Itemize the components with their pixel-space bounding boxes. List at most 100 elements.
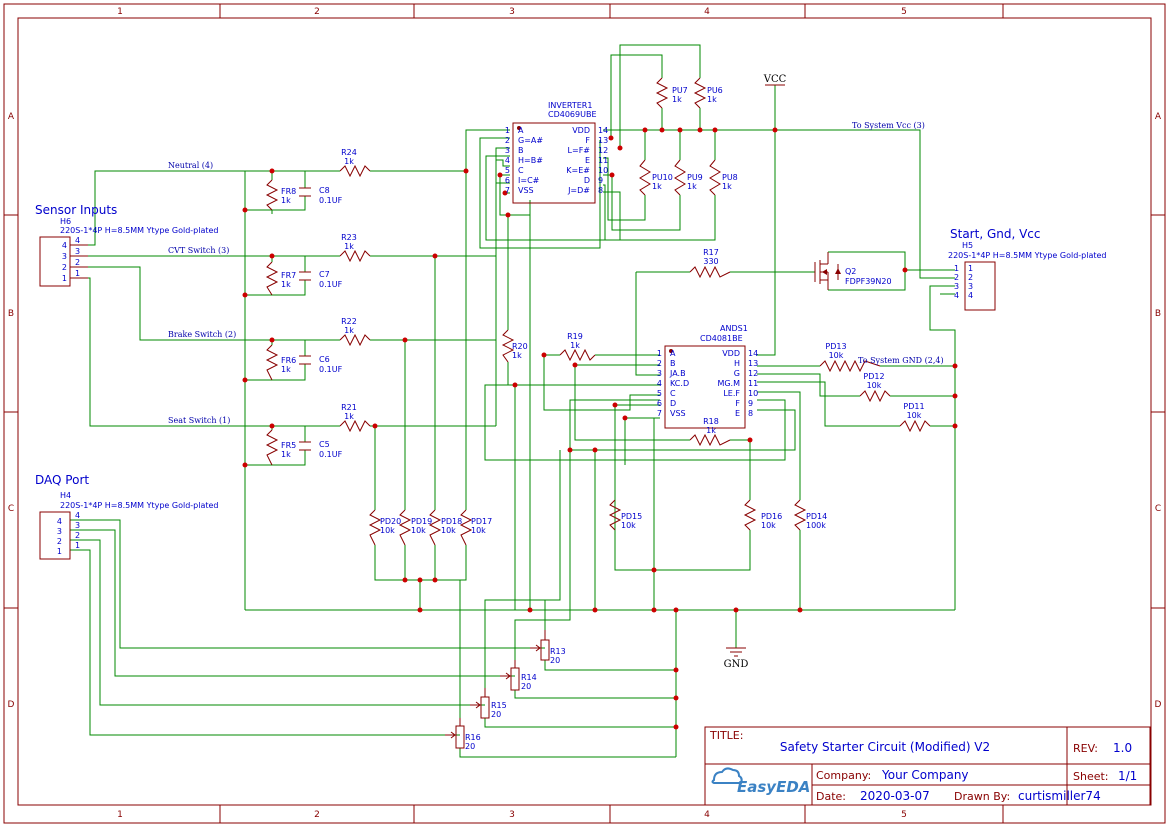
company-label: Company: <box>816 769 871 782</box>
pd16-value: 10k <box>761 521 776 530</box>
border-col-bottom-4: 4 <box>704 810 710 820</box>
junction-dots <box>242 127 958 730</box>
h4-desc: 220S-1*4P H=8.5MM Ytype Gold-plated <box>60 501 219 510</box>
border-col-top-3: 3 <box>509 7 515 17</box>
h4-ref: H4 <box>60 491 71 500</box>
ands-pin-4: 4 <box>657 379 662 388</box>
c5-ref: C5 <box>319 440 330 449</box>
h6-pin-inner-2: 2 <box>62 263 67 272</box>
vcc-label: VCC <box>763 74 787 85</box>
junction-dot <box>242 207 248 213</box>
ands-pin-14: 14 <box>748 349 758 358</box>
h6-pin-1: 1 <box>75 269 80 278</box>
junction-dot <box>417 577 423 583</box>
h4-section-title: DAQ Port <box>35 473 89 487</box>
border-row-right-A: A <box>1155 112 1162 122</box>
ands-pin-name-11: MG.M <box>717 379 740 388</box>
inverter-pin-7: 7 <box>505 186 510 195</box>
ands-pin-name-6: D <box>670 399 676 408</box>
pu6-value: 1k <box>707 95 717 104</box>
r22-ref: R22 <box>341 317 357 326</box>
pu10-value: 1k <box>652 182 662 191</box>
junction-dot <box>527 607 533 613</box>
h4-pin-4: 4 <box>75 511 80 520</box>
inverter-pin-3: 3 <box>505 146 510 155</box>
junction-dot <box>269 337 275 343</box>
potentiometers <box>445 630 550 749</box>
horizontal-resistors <box>339 164 931 447</box>
junction-dot <box>733 607 739 613</box>
ands-pin-name-2: B <box>670 359 676 368</box>
junction-dot <box>502 190 508 196</box>
pu8-ref: PU8 <box>722 173 738 182</box>
junction-dot <box>651 567 657 573</box>
ands-pin-13: 13 <box>748 359 758 368</box>
date-label: Date: <box>816 790 846 803</box>
h4-pin-inner-1: 1 <box>57 547 62 556</box>
h6-section-title: Sensor Inputs <box>35 203 117 217</box>
border-col-top-2: 2 <box>314 7 320 17</box>
junction-dot <box>902 267 908 273</box>
net-cvt: CVT Switch (3) <box>168 246 229 255</box>
h4-pin-inner-2: 2 <box>57 537 62 546</box>
fr6-value: 1k <box>281 365 291 374</box>
junction-dot <box>697 127 703 133</box>
q2-ref: Q2 <box>845 267 856 276</box>
ands-pin-10: 10 <box>748 389 758 398</box>
ands-ref: ANDS1 <box>720 324 748 333</box>
h6-pin-inner-1: 1 <box>62 274 67 283</box>
pu6-ref: PU6 <box>707 86 723 95</box>
h6-pin-3: 3 <box>75 247 80 256</box>
inverter-pin-2: 2 <box>505 136 510 145</box>
pd11-ref: PD11 <box>903 402 924 411</box>
inverter-pin-name-9: D <box>584 176 590 185</box>
r18-ref: R18 <box>703 417 719 426</box>
r14-value: 20 <box>521 682 531 691</box>
c5-value: 0.1UF <box>319 450 343 459</box>
border-col-bottom-3: 3 <box>509 810 515 820</box>
title-value: Safety Starter Circuit (Modified) V2 <box>780 740 990 754</box>
border-row-left-C: C <box>8 504 14 514</box>
junction-dot <box>608 135 614 141</box>
ands-pin-8: 8 <box>748 409 753 418</box>
junction-dot <box>269 168 275 174</box>
h5-section-title: Start, Gnd, Vcc <box>950 227 1041 241</box>
junction-dot <box>651 607 657 613</box>
pd19-ref: PD19 <box>411 517 432 526</box>
inverter-pin-name-1: A <box>518 126 524 135</box>
h5-pin-inner-3: 3 <box>968 282 973 291</box>
junction-dot <box>567 447 573 453</box>
junction-dot <box>609 172 615 178</box>
inverter-pin-11: 11 <box>598 156 608 165</box>
h5-pin-3: 3 <box>954 282 959 291</box>
border-col-bottom-2: 2 <box>314 810 320 820</box>
h6-connector <box>39 236 88 287</box>
sheet-border <box>3 3 1166 824</box>
ands-pin-9: 9 <box>748 399 753 408</box>
inverter-pin-9: 9 <box>598 176 603 185</box>
h5-desc: 220S-1*4P H=8.5MM Ytype Gold-plated <box>948 251 1107 260</box>
junction-dot <box>797 607 803 613</box>
junction-dot <box>269 423 275 429</box>
r21-ref: R21 <box>341 403 357 412</box>
company-value: Your Company <box>881 768 969 782</box>
inverter-pin-name-11: E <box>585 156 590 165</box>
r16-ref: R16 <box>465 733 481 742</box>
border-col-top-1: 1 <box>117 7 123 17</box>
junction-dot <box>622 415 628 421</box>
ands-pin-11: 11 <box>748 379 758 388</box>
inverter-pin-13: 13 <box>598 136 608 145</box>
c6-ref: C6 <box>319 355 330 364</box>
border-row-right-C: C <box>1155 504 1161 514</box>
ands-ic-body <box>664 345 746 429</box>
inverter-pin-name-13: F <box>585 136 590 145</box>
r20-value: 1k <box>512 351 522 360</box>
h6-pin-inner-4: 4 <box>62 241 67 250</box>
r22-value: 1k <box>344 326 354 335</box>
pd18-ref: PD18 <box>441 517 462 526</box>
pd20-value: 10k <box>380 526 395 535</box>
fr5-ref: FR5 <box>281 441 296 450</box>
pu8-value: 1k <box>722 182 732 191</box>
junction-dot <box>747 437 753 443</box>
inverter-ic-body <box>512 122 596 204</box>
